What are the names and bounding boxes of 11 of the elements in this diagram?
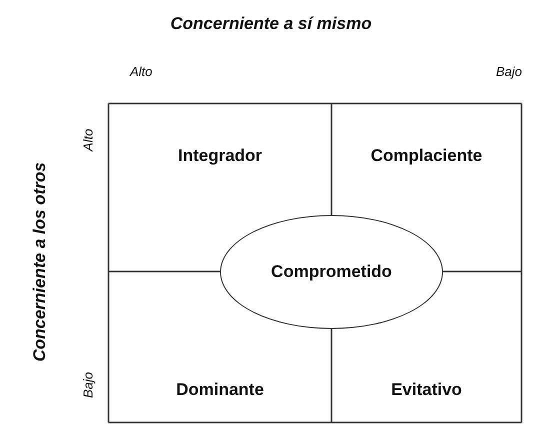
quadrant-label: Evitativo bbox=[391, 379, 462, 401]
axis-value: Bajo bbox=[80, 372, 96, 398]
node-label: Comprometido bbox=[271, 262, 392, 282]
axis-value: Bajo bbox=[496, 64, 522, 79]
axis-title: Concerniente a sí mismo bbox=[169, 14, 373, 35]
axis-value: Alto bbox=[130, 64, 152, 79]
quadrant-label: Dominante bbox=[176, 379, 264, 401]
quadrant-label: Complaciente bbox=[370, 145, 482, 167]
quadrant-label: Integrador bbox=[178, 145, 262, 167]
axis-title: Concerniente a los otros bbox=[30, 162, 50, 362]
axis-value: Alto bbox=[80, 128, 96, 152]
